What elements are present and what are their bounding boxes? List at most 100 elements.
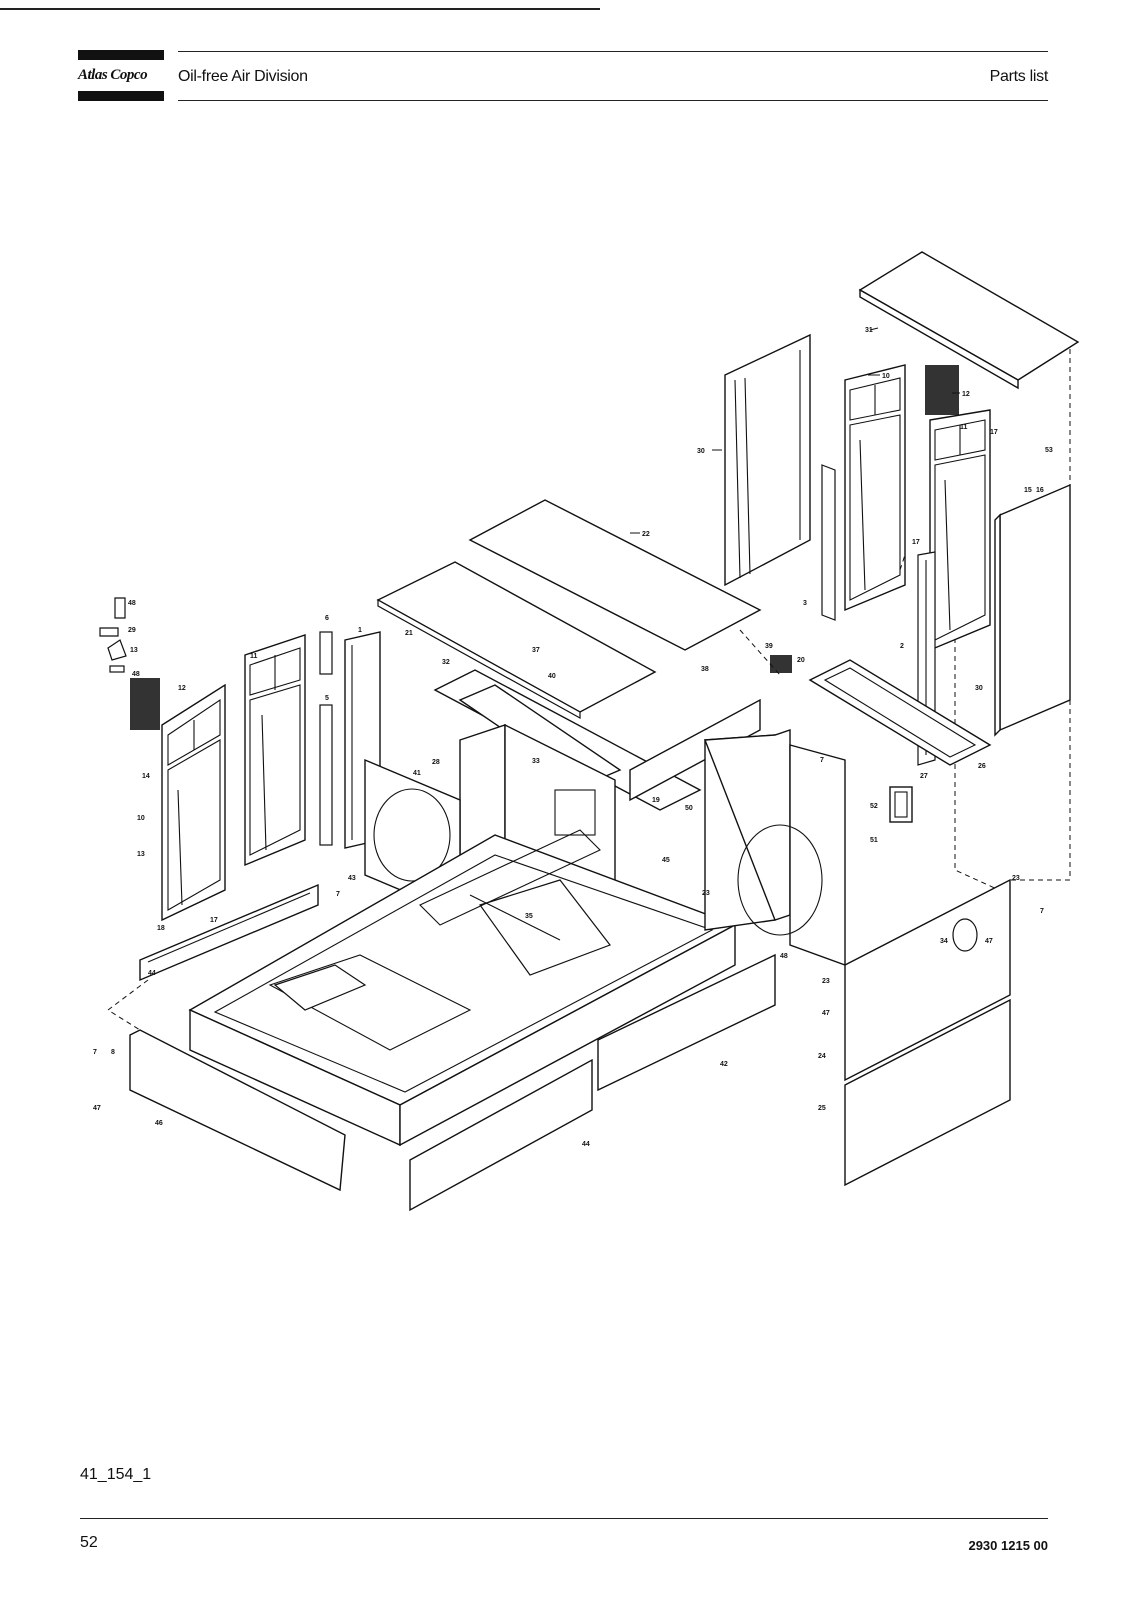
grille-left: [130, 678, 160, 730]
callout-13-a: 13: [130, 647, 138, 654]
callout-41: 41: [413, 770, 421, 777]
callout-17-left: 17: [210, 917, 218, 924]
callout-47-far: 47: [93, 1105, 101, 1112]
callout-48-b: 48: [132, 671, 140, 678]
logo-bar-bottom: [78, 91, 164, 101]
base-tray: [808, 659, 992, 766]
callout-7-left: 7: [336, 891, 340, 898]
callout-7-right: 7: [1040, 908, 1044, 915]
door-frame-upper: [844, 364, 906, 612]
logo-bar-top: [78, 50, 164, 60]
callout-8: 8: [111, 1049, 115, 1056]
callout-30-right: 30: [975, 685, 983, 692]
roof-panel-edge: [859, 288, 1019, 390]
section-title: Parts list: [989, 68, 1049, 85]
callout-21: 21: [405, 630, 413, 637]
callout-19: 19: [652, 797, 660, 804]
callout-2: 2: [900, 643, 904, 650]
door-frame-left: [161, 683, 226, 922]
callout-10-top: 10: [882, 373, 890, 380]
header-rule-bottom: [178, 100, 1048, 101]
base-frame-side-right: [399, 923, 736, 1147]
callout-17-top: 17: [990, 429, 998, 436]
callout-27: 27: [920, 773, 928, 780]
footer-rule: [80, 1518, 1048, 1519]
callout-45: 45: [662, 857, 670, 864]
callout-12-top: 12: [962, 391, 970, 398]
callout-43: 43: [348, 875, 356, 882]
lock-bracket: [107, 639, 127, 661]
callout-7-mid: 7: [820, 757, 824, 764]
callout-38: 38: [701, 666, 709, 673]
callout-17-mid: 17: [912, 539, 920, 546]
front-panel-46: [129, 1029, 346, 1192]
motor-mount-plate: [273, 964, 367, 1011]
callout-10-left: 10: [137, 815, 145, 822]
callout-39: 39: [765, 643, 773, 650]
upright-strip-upper: [821, 464, 836, 621]
callout-37: 37: [532, 647, 540, 654]
roof-panel-center-rear: [468, 499, 762, 651]
callout-24: 24: [818, 1053, 826, 1060]
top-scan-rule: [0, 8, 600, 10]
callout-31: 31: [865, 327, 873, 334]
hinge-pin: [99, 627, 119, 637]
grille-small: [770, 655, 792, 673]
callout-40: 40: [548, 673, 556, 680]
brand-logo: Atlas Copco: [78, 67, 148, 83]
callout-22: 22: [642, 531, 650, 538]
callout-26: 26: [978, 763, 986, 770]
callout-35: 35: [525, 913, 533, 920]
side-panel-right-edge: [994, 513, 1001, 737]
upright-strip-short: [319, 631, 333, 675]
side-panel-right: [999, 483, 1071, 732]
callout-44-front: 44: [582, 1141, 590, 1148]
callout-47-low: 47: [822, 1010, 830, 1017]
guide-line-mid: [954, 620, 1011, 896]
callout-16: 16: [1036, 487, 1044, 494]
callout-50: 50: [685, 805, 693, 812]
latch-handle: [114, 597, 126, 619]
callout-20: 20: [797, 657, 805, 664]
callout-32: 32: [442, 659, 450, 666]
callout-29: 29: [128, 627, 136, 634]
callout-48-a: 48: [128, 600, 136, 607]
callout-47-right: 47: [985, 938, 993, 945]
figure-code: 41_154_1: [80, 1466, 152, 1483]
callout-46: 46: [155, 1120, 163, 1127]
page-number: 52: [80, 1534, 98, 1551]
front-panel-44: [409, 1058, 593, 1212]
callout-7-far: 7: [93, 1049, 97, 1056]
guide-line-left: [107, 979, 149, 1036]
callout-15: 15: [1024, 487, 1032, 494]
callout-14: 14: [142, 773, 150, 780]
callout-42: 42: [720, 1061, 728, 1068]
callout-5: 5: [325, 695, 329, 702]
callout-11-top: 11: [960, 424, 968, 431]
document-number: 2930 1215 00: [968, 1538, 1048, 1553]
callout-labels: 31 10 12 11 17 53 15 16 30 22 17 3 2 39 …: [93, 327, 1053, 1148]
callout-34: 34: [940, 938, 948, 945]
front-door-panel-25: [844, 998, 1011, 1187]
header-rule-top: [178, 51, 1048, 52]
callout-48-mid: 48: [780, 953, 788, 960]
callout-23-mid: 23: [702, 890, 710, 897]
callout-51: 51: [870, 837, 878, 844]
lock-knob: [952, 918, 978, 952]
callout-28: 28: [432, 759, 440, 766]
callout-23-right: 23: [1012, 875, 1020, 882]
callout-1: 1: [358, 627, 362, 634]
side-door-panel-back: [724, 333, 811, 587]
callout-6: 6: [325, 615, 329, 622]
seal-clip: [109, 665, 125, 673]
callout-52: 52: [870, 803, 878, 810]
callout-25: 25: [818, 1105, 826, 1112]
callout-53: 53: [1045, 447, 1053, 454]
division-title: Oil-free Air Division: [178, 68, 308, 85]
callout-30-top: 30: [697, 448, 705, 455]
callout-12-left: 12: [178, 685, 186, 692]
cross-profile-19: [629, 698, 761, 802]
upright-strip-long: [319, 704, 333, 846]
compressor-base-plate: [479, 879, 611, 976]
